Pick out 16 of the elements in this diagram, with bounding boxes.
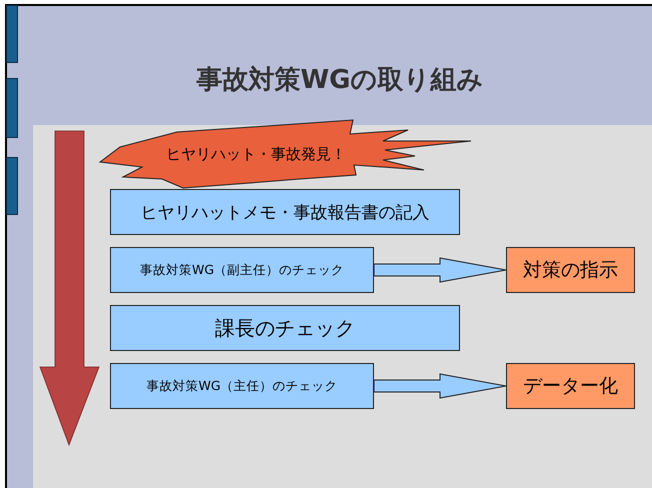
process-box — [110, 305, 460, 351]
node-label: 事故対策WG（副主任）のチェック — [140, 262, 344, 278]
node-label: 対策の指示 — [523, 258, 618, 283]
node-label: 事故対策WG（主任）のチェック — [146, 378, 338, 394]
node-label: データー化 — [523, 374, 618, 399]
result-box — [506, 247, 635, 293]
process-box — [110, 189, 460, 235]
block-arrow — [374, 257, 506, 283]
node-label: ヒヤリハット・事故発見！ — [166, 144, 346, 164]
block-arrow — [374, 373, 506, 399]
process-box — [110, 247, 374, 293]
node-label: ヒヤリハットメモ・事故報告書の記入 — [140, 202, 430, 224]
process-box — [110, 363, 374, 409]
node-label: 課長のチェック — [215, 314, 355, 342]
slide-title: 事故対策WGの取り組み — [195, 64, 485, 97]
result-box — [506, 363, 635, 409]
